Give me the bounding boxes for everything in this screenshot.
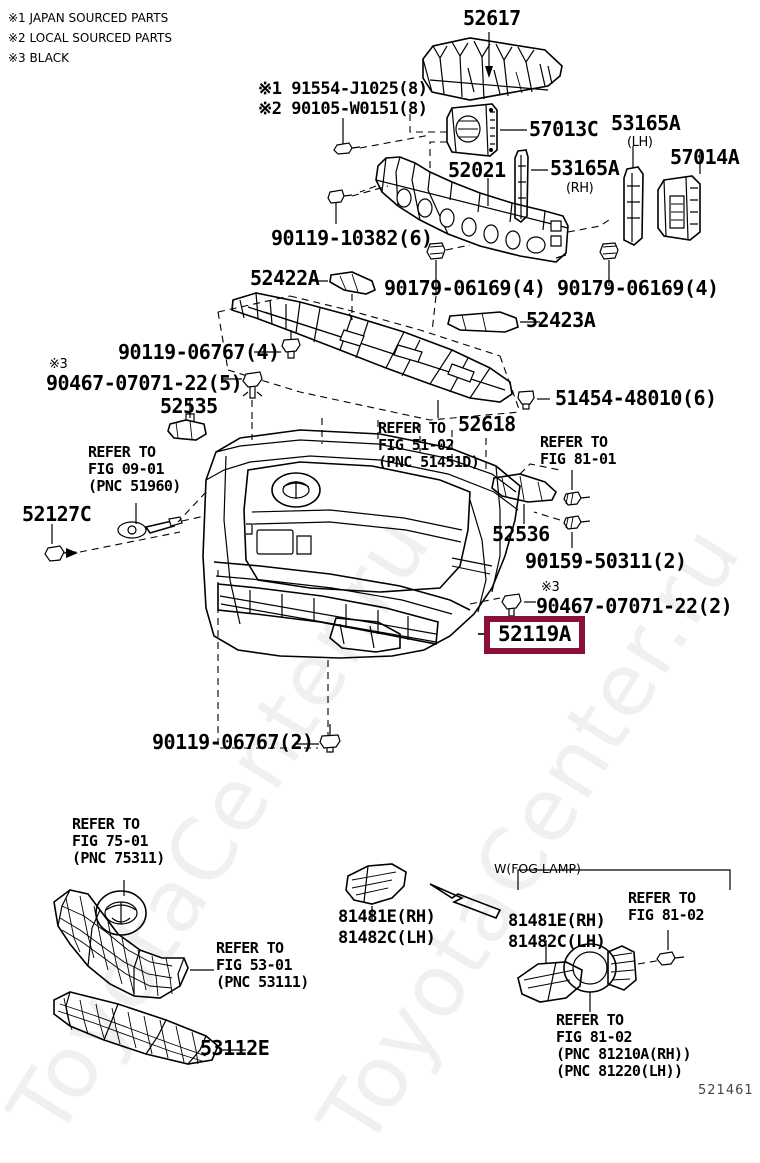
refer-5102-line1: REFER TO [378,419,446,437]
part-label-90467-07071-22-5: 90467-07071-22(5) [46,371,243,395]
part-art-52536 [492,464,560,524]
refer-7501-line1: REFER TO [72,815,140,833]
part-art-53165A-lh [624,146,643,245]
refer-7501-line3: (PNC 75311) [72,849,165,867]
part-label-90105-W0151: ※2 90105-W0151(8) [258,99,428,119]
part-label-53165A-lh-side: (LH) [627,135,653,150]
part-label-52021: 52021 [448,158,506,182]
fog-lamp-group-label: W(FOG LAMP) [494,861,581,876]
part-label-90119-06767-4: 90119-06767(4) [118,340,280,364]
refer-5102-line3: (PNC 51451D) [378,453,480,471]
refer-0901-line3: (PNC 51960) [88,477,181,495]
part-label-53165A-rh-side: (RH) [566,181,594,196]
part-label-90179-06169-right: 90179-06169(4) [557,276,719,300]
part-art-52021 [360,157,612,262]
refer-8101-line1: REFER TO [540,433,608,451]
part-art-51454-48010 [518,391,550,409]
part-label-90467-07071-22-2: 90467-07071-22(2) [536,594,733,618]
refer-7501-line2: FIG 75-01 [72,832,148,850]
part-label-57013C: 57013C [529,117,599,141]
refer-5301-line1: REFER TO [216,939,284,957]
part-art-bolt-91554 [334,118,430,154]
part-art-grommet-left [427,243,470,286]
part-label-52536: 52536 [492,522,550,546]
part-art-clip-90467-5 [222,372,262,422]
legend-item-2: ※2 LOCAL SOURCED PARTS [8,31,172,45]
part-art-fog-lamp-unit [564,930,684,1012]
part-label-81481E-rh-left: 81481E(RH) [338,907,436,927]
refer-8102b-line1: REFER TO [556,1011,624,1029]
diagram-corner-code: 521461 [698,1083,754,1098]
part-label-90119-06767-2: 90119-06767(2) [152,730,314,754]
part-label-52422A: 52422A [250,266,320,290]
refer-5301-line3: (PNC 53111) [216,973,309,991]
part-art-bolt-90119-06767-4 [254,330,300,358]
part-art-clip-90467-2 [502,594,536,616]
part-art-52127C [45,524,180,561]
part-label-53165A-rh: 53165A [550,156,620,180]
part-label-90159-50311: 90159-50311(2) [525,549,687,573]
diagram-artwork [0,0,760,1112]
fog-lamp-bracket [518,870,730,890]
refer-5102-line2: FIG 51-02 [378,436,454,454]
part-label-90179-06169-left: 90179-06169(4) [384,276,546,300]
part-art-52422A [310,272,375,320]
part-label-91554-J1025: ※1 91554-J1025(8) [258,79,428,99]
part-art-bolt-90119-06767-2 [294,724,340,752]
part-art-emblem-75311 [96,880,146,935]
part-label-53112E: 53112E [200,1036,270,1060]
legend-item-3: ※3 BLACK [8,51,69,65]
part-art-grommet-right [600,243,618,286]
part-label-90119-10382: 90119-10382(6) [271,226,433,250]
marker-black-3a: ※3 [49,357,68,372]
part-art-52423A [448,312,540,332]
part-label-52535: 52535 [160,394,218,418]
marker-black-3b: ※3 [541,580,560,595]
part-art-screw-90159-a [564,470,590,505]
part-label-52119A-highlighted[interactable]: 52119A [484,616,585,655]
legend-item-1: ※1 JAPAN SOURCED PARTS [8,11,169,25]
part-art-53112E [54,992,246,1064]
part-art-52119A-bumper [178,418,520,748]
part-art-81481E-cover-left [346,864,406,920]
part-label-51454-48010: 51454-48010(6) [555,386,717,410]
part-label-52617: 52617 [463,6,521,30]
refer-0901-line1: REFER TO [88,443,156,461]
refer-8102a-line1: REFER TO [628,889,696,907]
refer-8101-line2: FIG 81-01 [540,450,616,468]
part-art-clip-51960 [118,503,205,538]
part-art-81481E-cover-right [518,940,582,1002]
refer-0901-line2: FIG 09-01 [88,460,164,478]
refer-8102b-line3: (PNC 81210A(RH)) [556,1045,692,1063]
part-art-53111-grille [54,890,214,998]
part-label-81481E-rh-right: 81481E(RH) [508,911,606,931]
part-label-52127C: 52127C [22,502,92,526]
part-art-screw-90159-b [534,512,590,548]
refer-8102b-line4: (PNC 81220(LH)) [556,1062,683,1080]
refer-5301-line2: FIG 53-01 [216,956,292,974]
part-label-53165A-lh: 53165A [611,111,681,135]
part-art-57014A [658,152,700,240]
part-art-52617 [423,32,562,100]
part-label-81482C-lh-right: 81482C(LH) [508,932,606,952]
arrow-indicator [430,884,500,918]
part-art-52535 [168,400,206,440]
part-label-52423A: 52423A [526,308,596,332]
part-label-81482C-lh-left: 81482C(LH) [338,928,436,948]
part-art-57013C [410,104,527,168]
part-art-bolt-90119-10382 [328,186,388,224]
part-art-53165A-rh [515,150,548,222]
part-art-52618 [218,286,520,420]
part-label-57014A: 57014A [670,145,740,169]
refer-8102b-line2: FIG 81-02 [556,1028,632,1046]
part-label-52618: 52618 [458,412,516,436]
refer-8102a-line2: FIG 81-02 [628,906,704,924]
